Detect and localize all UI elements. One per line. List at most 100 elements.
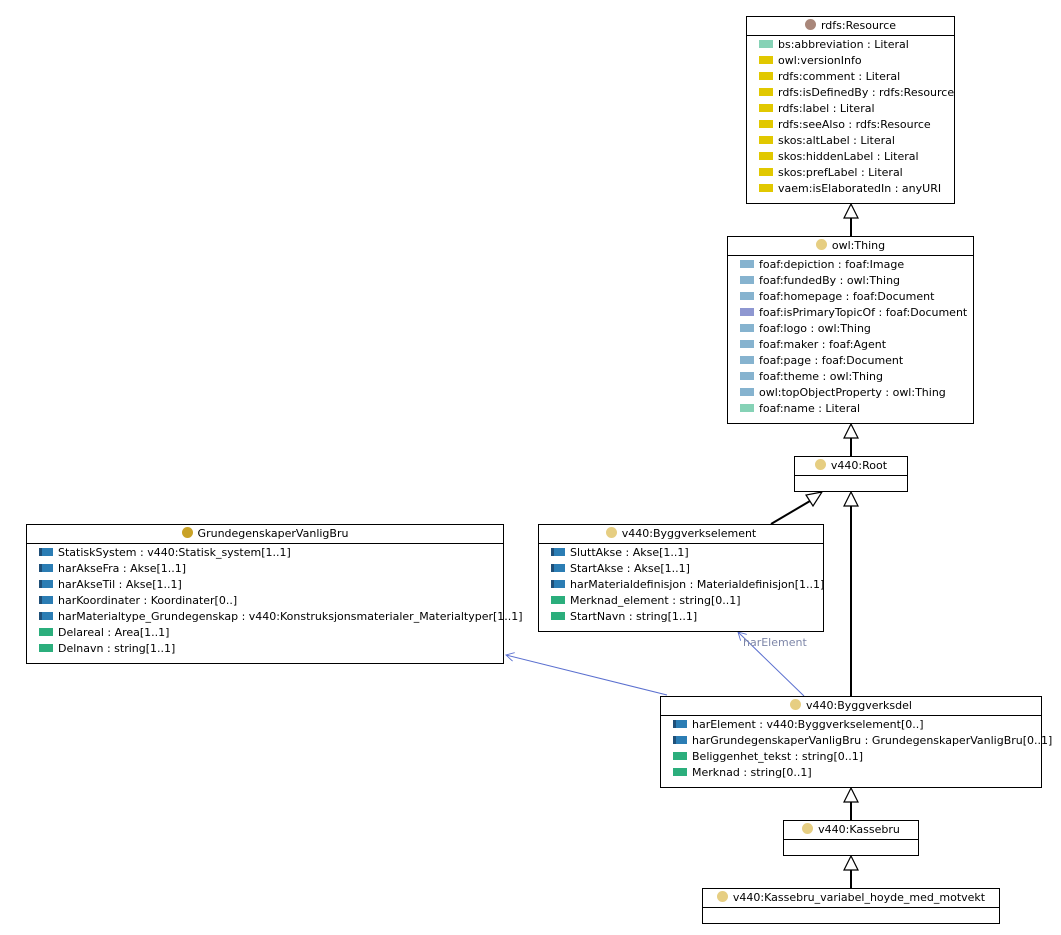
class-box-kassebru-variabel-hoyde-med-motvekt[interactable]: v440:Kassebru_variabel_hoyde_med_motvekt bbox=[702, 888, 1000, 924]
class-name: v440:Kassebru bbox=[818, 823, 900, 836]
class-icon bbox=[802, 823, 814, 834]
object-prop-icon bbox=[39, 580, 53, 588]
datatype-prop-icon bbox=[673, 752, 687, 760]
class-icon bbox=[790, 699, 802, 710]
property-label: foaf:name : Literal bbox=[759, 402, 861, 415]
property-label: SluttAkse : Akse[1..1] bbox=[570, 546, 689, 559]
annotation-icon bbox=[759, 56, 773, 64]
class-header[interactable]: owl:Thing bbox=[728, 237, 973, 256]
property-row[interactable]: foaf:isPrimaryTopicOf : foaf:Document bbox=[728, 305, 973, 321]
class-header[interactable]: v440:Kassebru bbox=[784, 821, 918, 840]
generalization-edge bbox=[843, 854, 859, 888]
property-row[interactable]: harKoordinater : Koordinater[0..] bbox=[27, 593, 503, 609]
property-row[interactable]: StartNavn : string[1..1] bbox=[539, 609, 823, 625]
class-box-v440-root[interactable]: v440:Root bbox=[794, 456, 908, 492]
class-header[interactable]: v440:Root bbox=[795, 457, 907, 476]
class-name: owl:Thing bbox=[831, 239, 886, 252]
property-label: harMaterialdefinisjon : Materialdefinisj… bbox=[570, 578, 825, 591]
property-row[interactable]: harMaterialdefinisjon : Materialdefinisj… bbox=[539, 577, 825, 593]
property-row[interactable]: foaf:maker : foaf:Agent bbox=[728, 337, 973, 353]
class-header[interactable]: rdfs:Resource bbox=[747, 17, 954, 36]
annotation-icon bbox=[759, 152, 773, 160]
foaf-prop-icon bbox=[740, 324, 754, 332]
object-prop-icon bbox=[39, 548, 53, 556]
property-row[interactable]: foaf:page : foaf:Document bbox=[728, 353, 973, 369]
object-prop-icon bbox=[551, 564, 565, 572]
property-row[interactable]: foaf:logo : owl:Thing bbox=[728, 321, 973, 337]
class-attributes bbox=[703, 908, 999, 912]
object-prop-icon bbox=[551, 580, 565, 588]
property-row[interactable]: skos:altLabel : Literal bbox=[747, 133, 954, 149]
property-row[interactable]: harAkseTil : Akse[1..1] bbox=[27, 577, 503, 593]
property-row[interactable]: foaf:theme : owl:Thing bbox=[728, 369, 973, 385]
property-row[interactable]: SluttAkse : Akse[1..1] bbox=[539, 545, 823, 561]
property-row[interactable]: foaf:name : Literal bbox=[728, 401, 973, 417]
property-row[interactable]: rdfs:seeAlso : rdfs:Resource bbox=[747, 117, 954, 133]
property-label: foaf:depiction : foaf:Image bbox=[759, 258, 905, 271]
property-label: foaf:logo : owl:Thing bbox=[759, 322, 871, 335]
property-label: foaf:page : foaf:Document bbox=[759, 354, 904, 367]
property-row[interactable]: Delareal : Area[1..1] bbox=[27, 625, 503, 641]
class-box-owl-thing[interactable]: owl:Thing foaf:depiction : foaf:Image foaf… bbox=[727, 236, 974, 424]
annotation-icon bbox=[759, 184, 773, 192]
property-row[interactable]: harGrundegenskaperVanligBru : Grundegens… bbox=[661, 733, 1052, 749]
foaf-prop-icon bbox=[740, 260, 754, 268]
object-prop-icon bbox=[39, 564, 53, 572]
class-icon bbox=[716, 891, 728, 902]
property-row[interactable]: rdfs:label : Literal bbox=[747, 101, 954, 117]
class-name: v440:Byggverkselement bbox=[621, 527, 757, 540]
association-edge-harelement bbox=[738, 632, 805, 697]
property-row[interactable]: rdfs:comment : Literal bbox=[747, 69, 954, 85]
property-row[interactable]: Beliggenhet_tekst : string[0..1] bbox=[661, 749, 1041, 765]
property-label: rdfs:isDefinedBy : rdfs:Resource bbox=[778, 86, 955, 99]
class-icon bbox=[804, 19, 816, 30]
class-name: v440:Kassebru_variabel_hoyde_med_motvekt bbox=[732, 891, 986, 904]
property-row[interactable]: harMaterialtype_Grundegenskap : v440:Kon… bbox=[27, 609, 523, 625]
property-row[interactable]: owl:versionInfo bbox=[747, 53, 954, 69]
class-header[interactable]: GrundegenskaperVanligBru bbox=[27, 525, 503, 544]
property-row[interactable]: foaf:fundedBy : owl:Thing bbox=[728, 273, 973, 289]
property-label: Merknad_element : string[0..1] bbox=[570, 594, 741, 607]
property-label: foaf:isPrimaryTopicOf : foaf:Document bbox=[759, 306, 968, 319]
property-row[interactable]: Delnavn : string[1..1] bbox=[27, 641, 503, 657]
property-row[interactable]: Merknad_element : string[0..1] bbox=[539, 593, 823, 609]
generalization-edge bbox=[843, 490, 859, 696]
class-header[interactable]: v440:Kassebru_variabel_hoyde_med_motvekt bbox=[703, 889, 999, 908]
property-label: rdfs:comment : Literal bbox=[778, 70, 901, 83]
property-row[interactable]: foaf:depiction : foaf:Image bbox=[728, 257, 973, 273]
property-row[interactable]: bs:abbreviation : Literal bbox=[747, 37, 954, 53]
property-row[interactable]: owl:topObjectProperty : owl:Thing bbox=[728, 385, 973, 401]
property-row[interactable]: StatiskSystem : v440:Statisk_system[1..1… bbox=[27, 545, 503, 561]
property-row[interactable]: harElement : v440:Byggverkselement[0..] bbox=[661, 717, 1041, 733]
class-attributes bbox=[784, 840, 918, 844]
class-header[interactable]: v440:Byggverksdel bbox=[661, 697, 1041, 716]
property-label: owl:versionInfo bbox=[778, 54, 862, 67]
object-prop-icon bbox=[39, 596, 53, 604]
class-header[interactable]: v440:Byggverkselement bbox=[539, 525, 823, 544]
property-row[interactable]: StartAkse : Akse[1..1] bbox=[539, 561, 823, 577]
class-name: v440:Byggverksdel bbox=[806, 699, 912, 712]
property-label: harGrundegenskaperVanligBru : Grundegens… bbox=[692, 734, 1053, 747]
class-box-byggverksdel[interactable]: v440:Byggverksdel harElement : v440:Byggv… bbox=[660, 696, 1052, 788]
property-label: skos:prefLabel : Literal bbox=[778, 166, 903, 179]
property-row[interactable]: Merknad : string[0..1] bbox=[661, 765, 1041, 781]
class-icon bbox=[814, 459, 826, 470]
property-row[interactable]: rdfs:isDefinedBy : rdfs:Resource bbox=[747, 85, 954, 101]
generalization-edge bbox=[843, 422, 859, 456]
property-row[interactable]: harAkseFra : Akse[1..1] bbox=[27, 561, 503, 577]
property-row[interactable]: vaem:isElaboratedIn : anyURI bbox=[747, 181, 954, 197]
class-box-kassebru[interactable]: v440:Kassebru bbox=[783, 820, 919, 856]
property-row[interactable]: foaf:homepage : foaf:Document bbox=[728, 289, 973, 305]
property-label: skos:hiddenLabel : Literal bbox=[778, 150, 919, 163]
property-label: StartAkse : Akse[1..1] bbox=[570, 562, 690, 575]
foaf-prop-icon bbox=[740, 388, 754, 396]
property-row[interactable]: skos:hiddenLabel : Literal bbox=[747, 149, 954, 165]
property-label: vaem:isElaboratedIn : anyURI bbox=[778, 182, 942, 195]
property-row[interactable]: skos:prefLabel : Literal bbox=[747, 165, 954, 181]
property-label: owl:topObjectProperty : owl:Thing bbox=[759, 386, 946, 399]
property-label: foaf:maker : foaf:Agent bbox=[759, 338, 887, 351]
property-label: foaf:homepage : foaf:Document bbox=[759, 290, 935, 303]
